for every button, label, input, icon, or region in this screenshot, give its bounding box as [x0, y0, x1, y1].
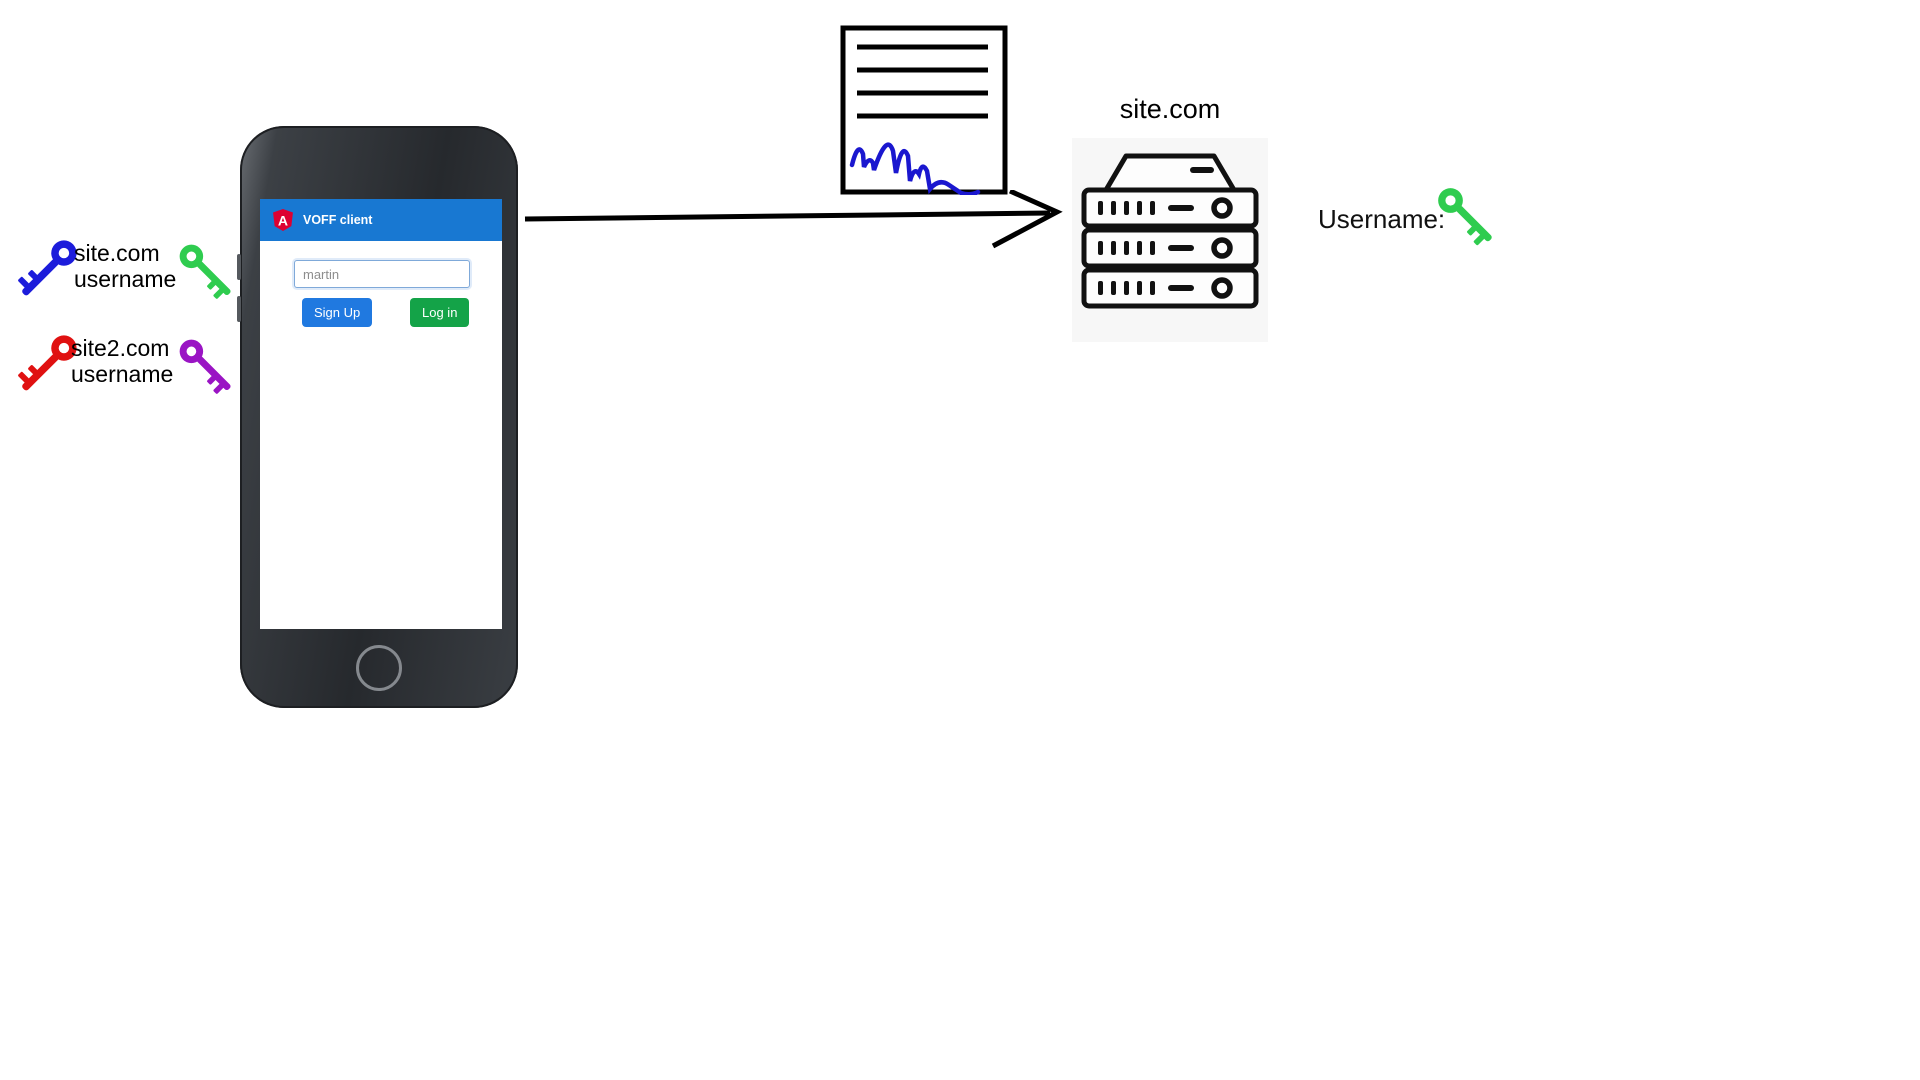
username-caption: Username:: [1318, 204, 1446, 234]
volume-down-button-icon: [237, 296, 241, 322]
site2-name: site2.com: [71, 335, 170, 361]
site2-username: username: [71, 361, 174, 387]
phone-frame: A VOFF client Sign Up Log in: [237, 126, 518, 708]
red-key-icon: [18, 335, 77, 391]
green-key-icon: [179, 244, 231, 299]
login-button[interactable]: Log in: [410, 298, 470, 327]
site1-name: site.com: [74, 240, 160, 266]
server-icon-box: [1072, 138, 1268, 342]
site1-username: username: [74, 266, 177, 292]
purple-key-icon: [179, 339, 231, 394]
server-rack-icon: [1072, 138, 1268, 342]
blue-key-icon: [18, 240, 77, 296]
credential-pair-site2: site2.com username: [0, 320, 260, 420]
app-title: VOFF client: [303, 213, 373, 227]
flow-arrow-icon: [524, 190, 1063, 249]
signed-document-icon: [840, 25, 1008, 195]
username-input[interactable]: [294, 260, 470, 288]
phone-screen: A VOFF client Sign Up Log in: [260, 199, 502, 629]
angular-logo-letter: A: [278, 212, 288, 228]
green-key-icon-right: [1438, 188, 1492, 246]
credential-pair-site1: site.com username: [0, 225, 260, 325]
credential-label-site1: site.com username: [74, 240, 176, 292]
signup-button[interactable]: Sign Up: [302, 298, 373, 327]
angular-logo-icon: A: [273, 209, 293, 231]
server-title: site.com: [1119, 94, 1221, 124]
credential-label-site2: site2.com username: [71, 335, 173, 387]
signature-scribble: [849, 142, 981, 195]
app-header: A VOFF client: [260, 199, 502, 241]
home-button-icon: [356, 645, 402, 691]
volume-up-button-icon: [237, 254, 241, 280]
